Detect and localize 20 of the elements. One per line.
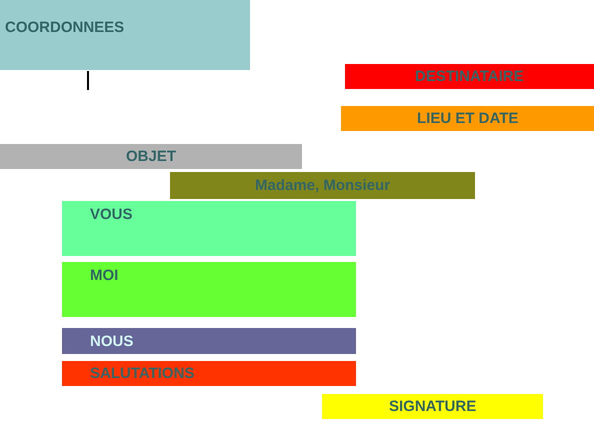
section-title: MOI [90, 267, 118, 284]
letter-section-block [0, 0, 250, 70]
letter-section-block [0, 144, 302, 169]
letter-section-block [62, 361, 356, 386]
letter-section-block [341, 106, 594, 131]
section-title: COORDONNEES [5, 19, 124, 36]
section-title: SALUTATIONS [90, 365, 194, 382]
section-title: NOUS [90, 333, 134, 350]
letter-section-block [62, 262, 356, 317]
section-title: OBJET [126, 148, 176, 165]
letter-section-block [322, 394, 543, 419]
section-title: LIEU ET DATE [417, 110, 518, 127]
letter-section-block [62, 201, 356, 256]
section-title: SIGNATURE [389, 398, 476, 415]
section-title: Madame, Monsieur [255, 177, 390, 194]
letter-section-block [345, 64, 594, 89]
letter-section-block [62, 328, 356, 354]
letter-section-block [170, 172, 475, 199]
section-title: DESTINATAIRE [415, 68, 524, 85]
section-title: VOUS [90, 206, 133, 223]
